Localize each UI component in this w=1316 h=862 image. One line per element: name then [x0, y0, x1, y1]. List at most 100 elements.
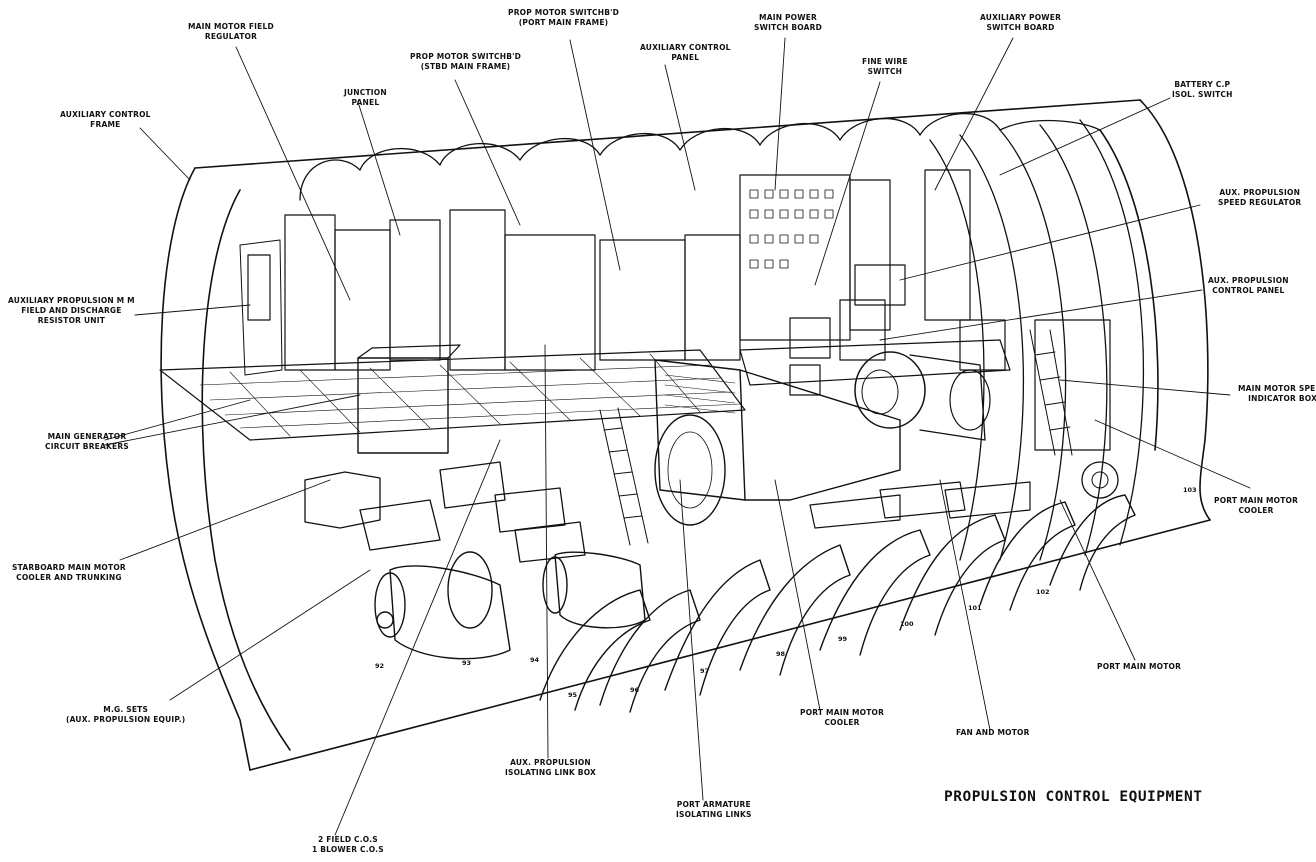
- mg-set-2: [554, 551, 646, 629]
- label-line: MAIN MOTOR FIELD: [188, 22, 274, 31]
- label-aux-propulsion-speed-regulator: AUX. PROPULSION SPEED REGULATOR: [1218, 188, 1301, 208]
- label-line: SPEED REGULATOR: [1218, 198, 1302, 207]
- label-line: AUX. PROPULSION: [1208, 276, 1289, 285]
- frame-number: 95: [568, 691, 578, 699]
- label-line: SWITCH BOARD: [986, 23, 1055, 32]
- label-aux-propulsion-isolating-link-box: AUX. PROPULSION ISOLATING LINK BOX: [505, 758, 596, 778]
- label-line: (PORT MAIN FRAME): [518, 18, 609, 27]
- label-mg-sets: M.G. SETS (AUX. PROPULSION EQUIP.): [66, 705, 185, 725]
- resistor-unit: [247, 254, 271, 321]
- label-line: AUXILIARY CONTROL: [640, 43, 731, 52]
- label-auxiliary-propulsion-mm-field: AUXILIARY PROPULSION M M FIELD AND DISCH…: [8, 296, 135, 326]
- label-line: MAIN GENERATOR: [47, 432, 127, 441]
- mg-set-1: [389, 565, 511, 660]
- speed-indicator-box: [1034, 319, 1111, 451]
- label-line: PORT MAIN MOTOR: [1097, 662, 1182, 671]
- frame-number: 102: [1036, 588, 1050, 596]
- leader-lines: [104, 37, 1251, 836]
- label-line: FINE WIRE: [862, 57, 908, 66]
- label-line: 1 BLOWER C.O.S: [312, 845, 384, 854]
- label-main-generator-circuit-breakers: MAIN GENERATOR CIRCUIT BREAKERS: [45, 432, 129, 452]
- frame-number: 99: [838, 635, 848, 643]
- label-line: JUNCTION: [344, 88, 387, 97]
- stbd-cooler: [304, 471, 381, 529]
- label-junction-panel: JUNCTION PANEL: [344, 88, 387, 108]
- port-motor-shaft-end: [1081, 461, 1119, 499]
- label-auxiliary-power-switch-board: AUXILIARY POWER SWITCH BOARD: [980, 13, 1061, 33]
- label-line: 2 FIELD C.O.S: [317, 835, 378, 844]
- label-aux-propulsion-control-panel: AUX. PROPULSION CONTROL PANEL: [1208, 276, 1289, 296]
- label-fan-and-motor: FAN AND MOTOR: [956, 728, 1030, 738]
- frame-number: 94: [530, 656, 540, 664]
- label-line: PANEL: [671, 53, 700, 62]
- frame-number: 103: [1183, 486, 1197, 494]
- frame-number: 98: [776, 650, 786, 658]
- label-line: COOLER: [824, 718, 860, 727]
- label-line: FAN AND MOTOR: [956, 728, 1030, 737]
- label-port-armature-isolating-links: PORT ARMATURE ISOLATING LINKS: [676, 800, 752, 820]
- label-line: M.G. SETS: [103, 705, 149, 714]
- label-line: INDICATOR BOX: [1248, 394, 1316, 403]
- label-line: PANEL: [351, 98, 380, 107]
- label-line: PROP MOTOR SWITCHB'D: [410, 52, 522, 61]
- ring-frames: [299, 112, 1101, 201]
- frame-number: 101: [968, 604, 982, 612]
- frame-number: 100: [900, 620, 914, 628]
- drawing-title: PROPULSION CONTROL EQUIPMENT: [944, 789, 1203, 805]
- label-starboard-main-motor-cooler: STARBOARD MAIN MOTOR COOLER AND TRUNKING: [12, 563, 126, 583]
- label-line: CIRCUIT BREAKERS: [45, 442, 129, 451]
- label-line: COOLER: [1238, 506, 1274, 515]
- main-power-switchboard: [739, 174, 851, 341]
- upper-deck: [159, 349, 746, 441]
- hull-right-end: [1139, 99, 1211, 521]
- label-line: CONTROL PANEL: [1212, 286, 1285, 295]
- bottom-frames: [539, 494, 1136, 713]
- label-main-motor-field-regulator: MAIN MOTOR FIELD REGULATOR: [188, 22, 274, 42]
- label-line: (AUX. PROPULSION EQUIP.): [66, 715, 186, 724]
- circuit-breaker-box: [357, 357, 449, 454]
- aux-control-frame-cabinet: [284, 214, 336, 371]
- label-line: SWITCH: [867, 67, 903, 76]
- ladder: [599, 407, 649, 546]
- label-main-motor-speed-indicator-box: MAIN MOTOR SPEED INDICATOR BOX: [1238, 384, 1316, 404]
- label-fine-wire-switch: FINE WIRE SWITCH: [862, 57, 908, 77]
- label-line: RESISTOR UNIT: [37, 316, 106, 325]
- label-prop-motor-switchbd-port: PROP MOTOR SWITCHB'D (PORT MAIN FRAME): [508, 8, 619, 28]
- hull-left-cut: [160, 167, 251, 771]
- aux-speed-regulator-box: [854, 264, 906, 306]
- label-line: (STBD MAIN FRAME): [420, 62, 511, 71]
- label-line: AUX. PROPULSION: [510, 758, 591, 767]
- label-line: SWITCH BOARD: [754, 23, 823, 32]
- label-line: REGULATOR: [204, 32, 258, 41]
- label-line: PROP MOTOR SWITCHB'D: [508, 8, 620, 17]
- hull-top-edge: [194, 99, 1141, 169]
- label-prop-motor-switchbd-stbd: PROP MOTOR SWITCHB'D (STBD MAIN FRAME): [410, 52, 521, 72]
- label-line: PORT MAIN MOTOR: [1214, 496, 1299, 505]
- frame-number: 92: [375, 662, 384, 670]
- label-line: STARBOARD MAIN MOTOR: [12, 563, 126, 572]
- label-line: BATTERY C.P: [1174, 80, 1231, 89]
- hull-left-inner: [201, 189, 291, 751]
- label-field-cos: 2 FIELD C.O.S 1 BLOWER C.O.S: [312, 835, 384, 855]
- label-line: AUXILIARY POWER: [980, 13, 1062, 22]
- label-line: MAIN MOTOR SPEED: [1238, 384, 1316, 393]
- port-main-motor-drum: [654, 414, 726, 526]
- label-line: ISOLATING LINK BOX: [505, 768, 596, 777]
- label-line: COOLER AND TRUNKING: [16, 573, 122, 582]
- frame-number: 97: [700, 667, 709, 675]
- label-line: AUXILIARY PROPULSION M M: [8, 296, 135, 305]
- label-line: AUX. PROPULSION: [1219, 188, 1301, 197]
- frame-number: 93: [462, 659, 471, 667]
- label-line: PORT ARMATURE: [676, 800, 751, 809]
- label-line: ISOL. SWITCH: [1172, 90, 1233, 99]
- hull-bottom-edge: [249, 519, 1211, 771]
- label-port-main-motor-cooler-bottom: PORT MAIN MOTOR COOLER: [800, 708, 884, 728]
- label-line: AUXILIARY CONTROL: [60, 110, 151, 119]
- fan-motor-housing: [854, 351, 926, 429]
- label-line: FRAME: [90, 120, 121, 129]
- label-battery-cp-isol-switch: BATTERY C.P ISOL. SWITCH: [1172, 80, 1233, 100]
- label-line: ISOLATING LINKS: [676, 810, 752, 819]
- label-port-main-motor: PORT MAIN MOTOR: [1097, 662, 1181, 672]
- label-line: MAIN POWER: [759, 13, 818, 22]
